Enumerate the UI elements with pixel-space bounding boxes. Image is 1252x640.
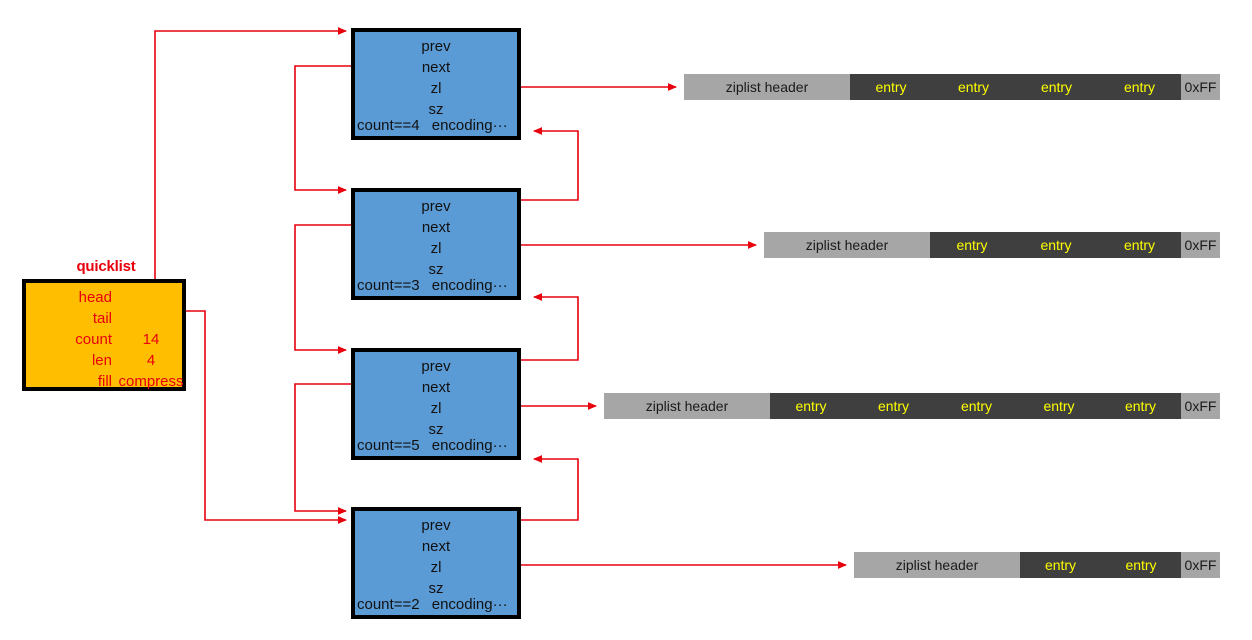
node-4-sz-label: sz [428,580,444,597]
node-2-count-label: count==3 [357,277,420,294]
quicklist-row-fill: fill compress [26,371,190,392]
quicklist-count-value: 14 [142,331,160,348]
quicklist-head-label: head [78,289,112,306]
quicklist-node-1: prev next zl sz count==4 encoding··· [351,28,521,140]
quicklist-node-3: prev next zl sz count==5 encoding··· [351,348,521,460]
ziplist-1-entry-4: entry [1098,74,1181,100]
node-4-meta-row: count==2 encoding··· [355,594,517,615]
node-2-zl-label: zl [430,240,442,257]
quicklist-row-count: count 14 [26,329,190,350]
wire-head [128,27,347,292]
node-3-encoding-label: encoding··· [431,437,508,454]
quicklist-title: quicklist [76,258,136,275]
ziplist-2-entry-1: entry [930,232,1014,258]
node-1-next-label: next [421,59,451,76]
ziplist-3-entry-5: entry [1100,393,1181,419]
ziplist-bar-3: ziplist header entry entry entry entry e… [604,393,1220,419]
node-4-next-label: next [421,538,451,555]
ziplist-4-header: ziplist header [854,552,1020,578]
node-1-encoding-label: encoding··· [431,117,508,134]
ziplist-1-entry-2: entry [932,74,1015,100]
node-3-zl-label: zl [430,400,442,417]
node-2-sz-label: sz [428,261,444,278]
quicklist-row-len: len 4 [26,350,190,371]
node-4-zl-label: zl [430,559,442,576]
ziplist-4-entry-1: entry [1020,552,1101,578]
quicklist-len-value: 4 [146,352,156,369]
ziplist-1-entry-3: entry [1015,74,1098,100]
quicklist-node-2: prev next zl sz count==3 encoding··· [351,188,521,300]
node-1-sz-label: sz [428,101,444,118]
ziplist-1-end-marker: 0xFF [1181,74,1220,100]
node-1-prev-label: prev [421,38,451,55]
ziplist-2-end-marker: 0xFF [1181,232,1220,258]
node-1-count-label: count==4 [357,117,420,134]
ziplist-3-entry-3: entry [935,393,1018,419]
node-2-meta-row: count==3 encoding··· [355,275,517,296]
quicklist-node-4: prev next zl sz count==2 encoding··· [351,507,521,619]
node-4-encoding-label: encoding··· [431,596,508,613]
node-2-prev-label: prev [421,198,451,215]
ziplist-2-entry-3: entry [1098,232,1181,258]
node-2-encoding-label: encoding··· [431,277,508,294]
ziplist-bar-4: ziplist header entry entry 0xFF [854,552,1220,578]
ziplist-2-entry-2: entry [1014,232,1098,258]
ziplist-3-entry-2: entry [852,393,935,419]
node-3-next-label: next [421,379,451,396]
node-1-meta-row: count==4 encoding··· [355,115,517,136]
ziplist-4-entry-2: entry [1101,552,1181,578]
ziplist-1-entry-1: entry [850,74,932,100]
node-3-meta-row: count==5 encoding··· [355,435,517,456]
node-2-next-label: next [421,219,451,236]
quicklist-len-label: len [91,352,112,369]
ziplist-bar-1: ziplist header entry entry entry entry 0… [684,74,1220,100]
node-4-count-label: count==2 [357,596,420,613]
quicklist-struct-box: head tail count 14 len 4 fill compress [22,279,186,391]
ziplist-3-header: ziplist header [604,393,770,419]
ziplist-1-header: ziplist header [684,74,850,100]
node-1-zl-label: zl [430,80,442,97]
quicklist-row-head: head [26,287,190,308]
ziplist-3-entry-1: entry [770,393,852,419]
node-3-sz-label: sz [428,421,444,438]
quicklist-compress-label: compress [118,373,184,390]
quicklist-row-tail: tail [26,308,190,329]
ziplist-2-header: ziplist header [764,232,930,258]
node-3-count-label: count==5 [357,437,420,454]
ziplist-4-end-marker: 0xFF [1181,552,1220,578]
quicklist-fill-label: fill [97,373,112,390]
ziplist-3-entry-4: entry [1018,393,1100,419]
node-3-prev-label: prev [421,358,451,375]
quicklist-count-label: count [75,331,112,348]
ziplist-3-end-marker: 0xFF [1181,393,1220,419]
node-4-prev-label: prev [421,517,451,534]
quicklist-tail-label: tail [92,310,112,327]
ziplist-bar-2: ziplist header entry entry entry 0xFF [764,232,1220,258]
